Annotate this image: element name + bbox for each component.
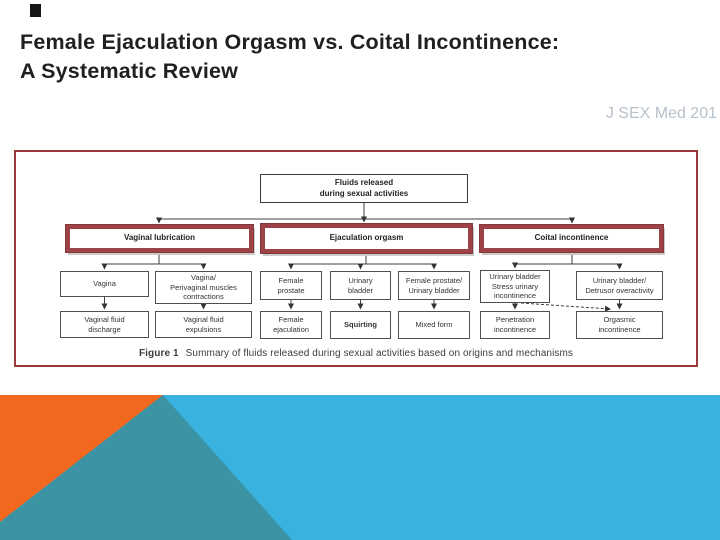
box-vaginal-fluid-discharge: Vaginal fluid discharge [60, 311, 149, 338]
figure-caption-text: Summary of fluids released during sexual… [185, 348, 574, 359]
box-female-prostate: Female prostate [260, 271, 322, 300]
text-cursor [30, 4, 41, 17]
box-orgasmic-incontinence: Orgasmic incontinence [576, 311, 663, 339]
title-line-2: A Systematic Review [20, 59, 239, 83]
figure-panel: Fluids released during sexual activities… [14, 150, 698, 367]
box-detrusor-overactivity: Urinary bladder/ Detrusor overactivity [576, 271, 663, 300]
box-female-ejaculation: Female ejaculation [260, 311, 322, 339]
box-fluids-released: Fluids released during sexual activities [260, 174, 468, 203]
box-prostate-bladder: Female prostate/ Urinary bladder [398, 271, 470, 300]
box-coital-incontinence: Coital incontinence [479, 224, 664, 253]
slide-title: Female Ejaculation Orgasm vs. Coital Inc… [20, 28, 559, 86]
decoration-teal-triangle [0, 395, 292, 540]
box-squirting: Squirting [330, 311, 391, 339]
title-line-1: Female Ejaculation Orgasm vs. Coital Inc… [20, 30, 560, 54]
box-mixed-form: Mixed form [398, 311, 470, 339]
box-stress-urinary: Urinary bladder Stress urinary incontine… [480, 270, 550, 303]
box-penetration-incontinence: Penetration incontinence [480, 311, 550, 339]
citation: J SEX Med 201 [605, 105, 717, 122]
box-vaginal-lubrication: Vaginal lubrication [65, 224, 254, 253]
box-ejaculation-orgasm: Ejaculation orgasm [260, 223, 473, 254]
figure-caption: Figure 1 Summary of fluids released durin… [16, 348, 696, 359]
box-vaginal-fluid-expulsions: Vaginal fluid expulsions [155, 311, 252, 338]
box-urinary-bladder: Urinary bladder [330, 271, 391, 300]
bottom-decoration [0, 395, 720, 540]
box-perivaginal-muscles: Vagina/ Perivaginal muscles contractions [155, 271, 252, 304]
flowchart: Fluids released during sexual activities… [16, 152, 696, 365]
figure-caption-label: Figure 1 [138, 348, 179, 359]
box-vagina: Vagina [60, 271, 149, 297]
